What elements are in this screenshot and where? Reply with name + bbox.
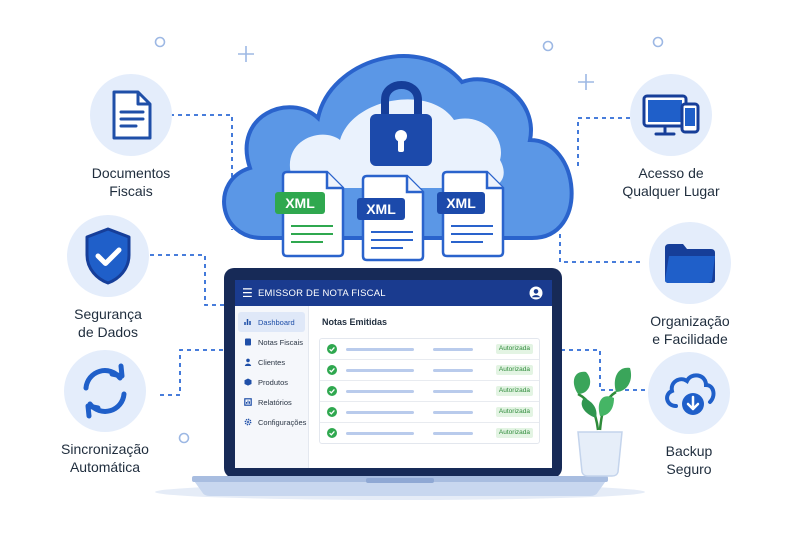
feature-label: Automática [69,459,141,475]
sparkle-plus [578,74,594,90]
plant-icon [573,367,632,477]
feature-label: e Facilidade [652,331,728,347]
app-title: EMISSOR DE NOTA FISCAL [258,288,386,299]
xml-file [437,170,505,258]
sidebar: Dashboard Notas Fiscais Clientes Produto… [235,306,309,468]
report-icon [244,398,252,406]
sidebar-item-notas-fiscais[interactable]: Notas Fiscais [238,332,305,352]
feature-backup: Backup Seguro [604,352,774,478]
table-row[interactable]: Autorizada [320,360,539,381]
sidebar-item-label: Clientes [258,358,286,367]
feature-label: Acesso de [638,165,704,181]
table-row[interactable]: Autorizada [320,339,539,360]
shield-check-icon [85,227,131,285]
feature-acesso: Acesso de Qualquer Lugar [586,74,756,200]
feature-label: Qualquer Lugar [622,183,720,199]
table-row[interactable]: Autorizada [320,402,539,423]
user-avatar-icon[interactable] [529,286,543,300]
menu-icon[interactable]: ☰ [242,286,253,300]
text-placeholder [433,411,473,414]
status-badge: Autorizada [495,386,533,396]
sidebar-item-label: Configurações [258,418,307,427]
text-placeholder [433,369,473,372]
status-badge: Autorizada [495,344,533,354]
text-placeholder [346,432,414,435]
text-placeholder [346,390,414,393]
text-placeholder [433,432,473,435]
feature-label: Seguro [666,461,712,477]
connector-acesso [577,117,630,170]
sparkle-circle [178,432,190,444]
sidebar-item-dashboard[interactable]: Dashboard [238,312,305,332]
sidebar-item-label: Notas Fiscais [258,338,304,347]
xml-label: XML [366,201,396,217]
document-icon [112,90,152,140]
text-placeholder [433,348,473,351]
sync-icon [83,363,127,419]
doc-icon [245,338,251,346]
app-header: ☰ EMISSOR DE NOTA FISCAL [235,280,552,306]
app-window: ☰ EMISSOR DE NOTA FISCAL Dashboard Notas… [235,280,552,468]
check-circle-icon [327,344,337,354]
text-placeholder [346,369,414,372]
text-placeholder [433,390,473,393]
sparkle-circle [652,36,664,48]
laptop-base [192,478,608,496]
person-icon [244,358,252,366]
sidebar-item-label: Produtos [258,378,289,387]
sidebar-item-produtos[interactable]: Produtos [238,372,305,392]
feature-label: Fiscais [109,183,153,199]
folder-icon [665,244,715,283]
connector-backup [560,349,645,391]
text-placeholder [346,411,414,414]
sparkle-circle [154,36,166,48]
gear-icon [244,418,252,426]
feature-documentos: Documentos Fiscais [46,74,216,200]
section-title: Notas Emitidas [322,317,388,327]
status-badge: Autorizada [495,428,533,438]
main-content: Notas Emitidas Autorizada Autorizada [308,306,552,468]
xml-label: XML [285,195,315,211]
bar-chart-icon [244,319,251,325]
feature-label: Sincronização [61,441,149,457]
table-row[interactable]: Autorizada [320,381,539,402]
sparkle-plus [238,46,254,62]
feature-label: Organização [650,313,730,329]
check-circle-icon [327,407,337,417]
feature-label: Documentos [91,165,171,181]
connector-organizacao [559,230,640,263]
invoices-table: Autorizada Autorizada Autorizada [319,338,540,444]
feature-organizacao: Organização e Facilidade [605,222,775,348]
feature-label: Segurança [74,306,142,322]
cloud-download-icon [665,373,716,415]
status-badge: Autorizada [495,365,533,375]
sidebar-item-label: Dashboard [258,318,295,327]
status-badge: Autorizada [495,407,533,417]
feature-label: Backup [665,443,713,459]
table-row[interactable]: Autorizada [320,423,539,443]
sidebar-item-clientes[interactable]: Clientes [238,352,305,372]
devices-icon [642,94,700,136]
box-icon [244,378,252,386]
sidebar-item-configuracoes[interactable]: Configurações [238,412,307,432]
xml-file [275,170,345,258]
connector-seguranca [150,254,228,306]
feature-seguranca: Segurança de Dados [23,215,193,341]
text-placeholder [346,348,414,351]
check-circle-icon [327,428,337,438]
check-circle-icon [327,386,337,396]
check-circle-icon [327,365,337,375]
feature-label: de Dados [78,324,138,340]
xml-label: XML [446,195,476,211]
sidebar-item-relatorios[interactable]: Relatórios [238,392,305,412]
feature-sincronizacao: Sincronização Automática [20,350,190,476]
padlock-icon [370,81,432,166]
sparkle-circle [542,40,554,52]
connector-sincronizacao [160,349,225,396]
sidebar-item-label: Relatórios [258,398,292,407]
xml-file [357,174,425,262]
